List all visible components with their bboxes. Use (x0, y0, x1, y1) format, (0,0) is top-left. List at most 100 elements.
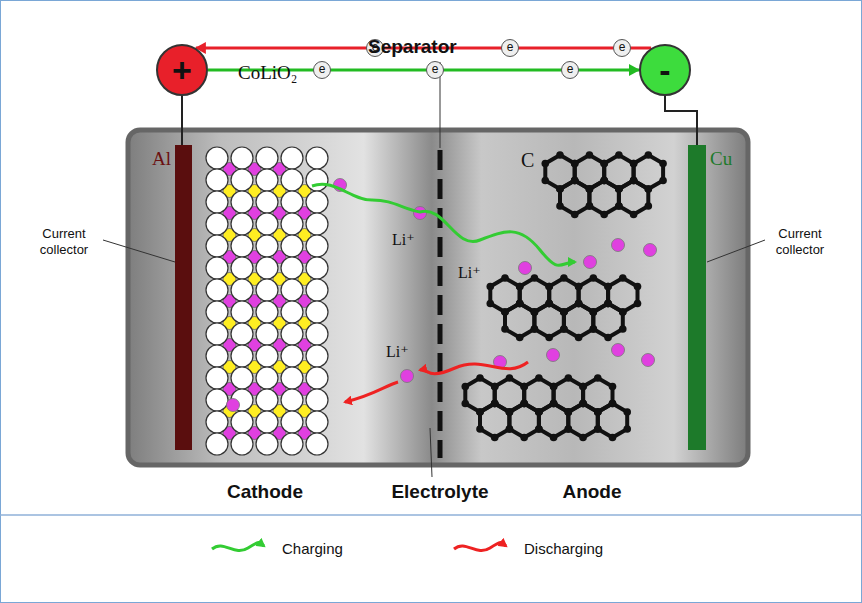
oxide-atom (206, 147, 228, 169)
carbon-atom (545, 300, 553, 308)
carbon-atom (619, 274, 627, 282)
carbon-atom (571, 177, 579, 185)
carbon-atom (535, 408, 543, 416)
carbon-atom (579, 400, 587, 408)
carbon-atom (645, 185, 653, 193)
node-label: - (659, 53, 670, 87)
negative-terminal: - (639, 44, 691, 96)
carbon-atom (615, 202, 623, 210)
carbon-atom (615, 202, 623, 210)
carbon-atom (645, 151, 653, 159)
oxide-atom (281, 169, 303, 191)
carbon-atom (619, 325, 627, 333)
carbon-atom (550, 400, 558, 408)
graphite-ring (598, 404, 627, 438)
carbon-atom (545, 300, 553, 308)
carbon-atom (520, 400, 528, 408)
carbon-atom (501, 325, 509, 333)
carbon-atom (461, 383, 469, 391)
lithium-ion (584, 256, 597, 269)
carbon-atom (659, 160, 667, 168)
lithium-ion (644, 244, 657, 257)
ion-label: Li⁺ (458, 263, 481, 282)
oxide-atom (256, 257, 278, 279)
oxide-atom (206, 301, 228, 323)
element-label: C (521, 149, 534, 172)
node-label: Cu (710, 149, 732, 169)
carbon-atom (586, 185, 594, 193)
carbon-atom (535, 374, 543, 382)
carbon-atom (550, 434, 558, 442)
carbon-atom (594, 425, 602, 433)
leader-line (430, 428, 432, 477)
carbon-atom (604, 283, 612, 291)
oxide-atom (256, 367, 278, 389)
carbon-atom (545, 283, 553, 291)
oxide-atom (206, 257, 228, 279)
oxide-atom (231, 213, 253, 235)
oxide-atom (306, 191, 328, 213)
oxide-atom (281, 235, 303, 257)
carbon-atom (600, 177, 608, 185)
carbon-atom (594, 408, 602, 416)
carbon-atom (560, 325, 568, 333)
carbon-atom (491, 400, 499, 408)
carbon-atom (545, 300, 553, 308)
carbon-atom (535, 425, 543, 433)
carbon-atom (560, 325, 568, 333)
carbon-atom (579, 383, 587, 391)
carbon-atom (545, 283, 553, 291)
carbon-atom (560, 308, 568, 316)
lithium-ion (519, 262, 532, 275)
carbon-atom (531, 325, 539, 333)
carbon-atom (531, 308, 539, 316)
carbon-atom (516, 300, 524, 308)
compound-label: CoLiO₂ (238, 62, 297, 84)
lithium-ion (401, 370, 414, 383)
region-name: Anode (562, 481, 621, 503)
graphite-ring (564, 304, 593, 338)
oxide-atom (206, 367, 228, 389)
oxide-atom (231, 169, 253, 191)
region-name: Cathode (227, 481, 303, 503)
oxide-atom (231, 257, 253, 279)
oxide-atom (281, 257, 303, 279)
oxide-atom (281, 389, 303, 411)
carbon-atom (565, 408, 573, 416)
oxide-atom (206, 235, 228, 257)
carbon-atom (630, 160, 638, 168)
carbon-atom (491, 400, 499, 408)
oxide-atom (256, 191, 278, 213)
carbon-atom (579, 383, 587, 391)
oxide-atom (206, 323, 228, 345)
node-label: + (172, 53, 192, 87)
graphite-ring (619, 181, 648, 215)
carbon-atom (531, 274, 539, 282)
oxide-atom (306, 433, 328, 455)
carbon-atom (506, 374, 514, 382)
carbon-atom (590, 308, 598, 316)
electron-symbol: e (313, 61, 331, 79)
oxide-atom (256, 411, 278, 433)
oxide-atom (206, 191, 228, 213)
carbon-atom (571, 160, 579, 168)
carbon-atom (604, 283, 612, 291)
oxide-atom (206, 345, 228, 367)
carbon-atom (535, 408, 543, 416)
carbon-atom (486, 300, 494, 308)
carbon-atom (600, 211, 608, 219)
carbon-atom (461, 400, 469, 408)
carbon-atom (520, 400, 528, 408)
discharging-ion-path (420, 362, 528, 374)
carbon-atom (615, 185, 623, 193)
carbon-atom (579, 434, 587, 442)
oxide-atom (231, 147, 253, 169)
carbon-atom (491, 400, 499, 408)
graphite-ring (509, 404, 539, 438)
carbon-atom (579, 400, 587, 408)
legend-sample (210, 537, 274, 559)
carbon-atom (506, 408, 514, 416)
carbon-atom (541, 177, 549, 185)
carbon-atom (520, 434, 528, 442)
